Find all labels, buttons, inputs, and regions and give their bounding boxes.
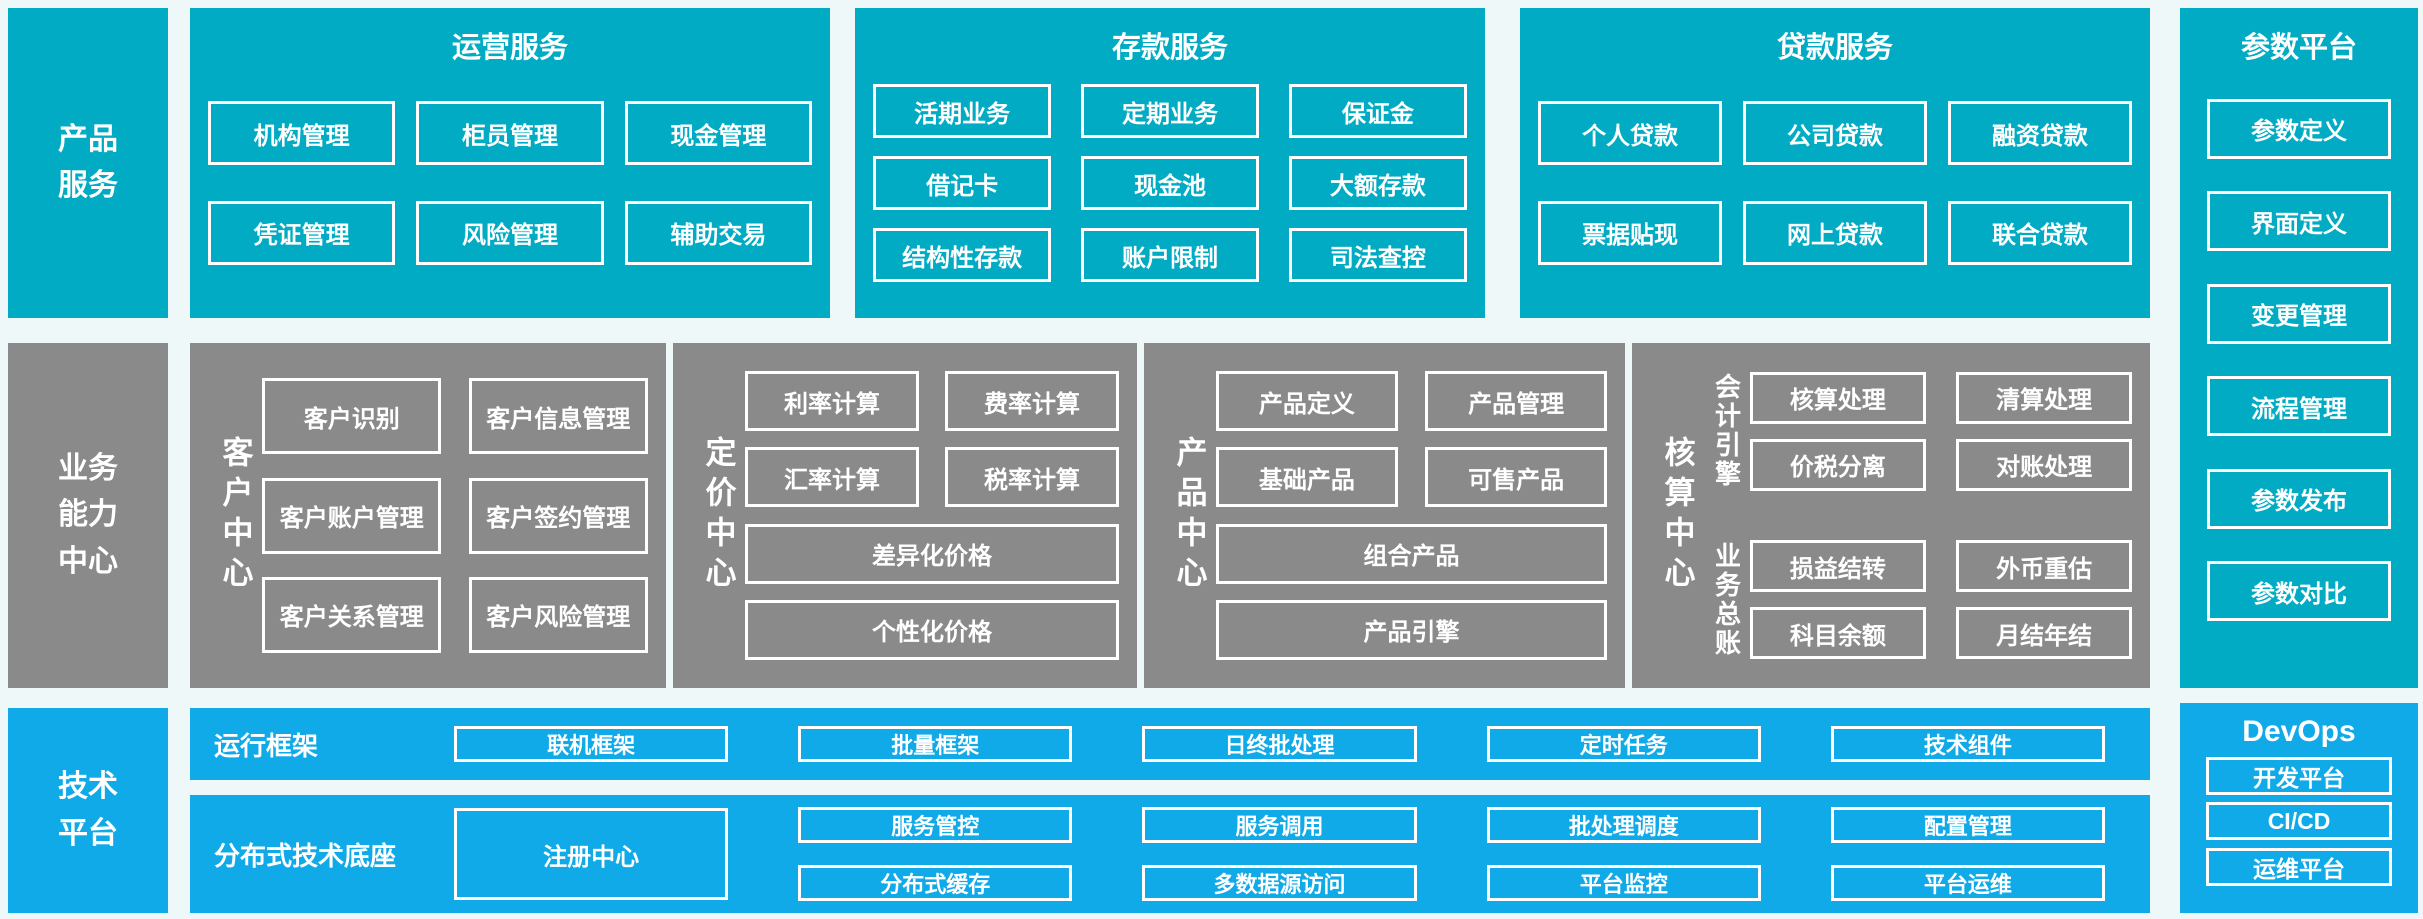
customer-box: 客户风险管理: [468, 576, 648, 653]
panel-distributed-tech-base: 分布式技术底座 注册中心 服务管控 分布式缓存 服务调用 多数据源访问 批处理调…: [190, 795, 2150, 913]
loan-box: 票据贴现: [1538, 200, 1723, 265]
panel-title: 贷款服务: [1776, 32, 1893, 64]
customer-box: 客户关系管理: [262, 576, 442, 653]
accounting-box: 科目余额: [1750, 607, 1926, 660]
business-ledger-group: 业务总账 损益结转 外币重估 科目余额 月结年结: [1704, 526, 2132, 675]
accounting-box: 对账处理: [1956, 438, 2132, 491]
runtime-box: 技术组件: [1830, 726, 2106, 762]
loan-box: 融资贷款: [1947, 101, 2132, 166]
operations-box: 辅助交易: [624, 200, 812, 265]
panel-vertical-label: 客户中心: [217, 435, 253, 596]
distributed-box: 平台运维: [1830, 865, 2106, 901]
product-box: 基础产品: [1216, 447, 1398, 508]
panel-label: 运行框架: [214, 730, 319, 761]
panel-accounting-center: 核算中心 会计引擎 核算处理 清算处理 价税分离 对账处理 业务总账: [1632, 343, 2150, 688]
runtime-box: 联机框架: [454, 726, 729, 762]
product-box: 组合产品: [1216, 523, 1607, 584]
loan-box: 联合贷款: [1947, 200, 2132, 265]
parameter-box: 界面定义: [2207, 191, 2391, 252]
panel-deposit-services: 存款服务 活期业务 定期业务 保证金 借记卡 现金池 大额存款 结构性存款 账户…: [855, 8, 1485, 318]
parameter-box: 参数定义: [2207, 98, 2391, 159]
customer-box: 客户信息管理: [468, 378, 648, 455]
customer-box: 客户识别: [262, 378, 442, 455]
accounting-box: 价税分离: [1750, 438, 1926, 491]
accounting-engine-group: 会计引擎 核算处理 清算处理 价税分离 对账处理: [1704, 357, 2132, 506]
customer-box: 客户签约管理: [468, 477, 648, 554]
sidebar-business-capability-center: 业务 能力 中心: [8, 343, 168, 688]
registry-center-box: 注册中心: [454, 808, 729, 900]
panel-label: 分布式技术底座: [214, 840, 397, 871]
accounting-box: 清算处理: [1956, 371, 2132, 424]
product-box: 可售产品: [1425, 447, 1607, 508]
panel-pricing-center: 定价中心 利率计算 费率计算 汇率计算 税率计算 差异化价格 个性化价格: [673, 343, 1137, 688]
parameter-box: 流程管理: [2207, 376, 2391, 437]
devops-box: 开发平台: [2206, 756, 2392, 795]
pricing-box: 汇率计算: [745, 447, 919, 508]
distributed-box: 服务调用: [1142, 807, 1417, 843]
pricing-box: 费率计算: [945, 371, 1119, 432]
panel-title: DevOps: [2242, 715, 2356, 748]
deposit-box: 借记卡: [873, 156, 1052, 210]
panel-vertical-label: 产品中心: [1171, 435, 1207, 596]
sidebar-technology-platform: 技术 平台: [8, 708, 168, 913]
group-vertical-label: 业务总账: [1711, 541, 1742, 658]
panel-vertical-label: 定价中心: [700, 435, 736, 596]
deposit-box: 现金池: [1080, 156, 1260, 210]
panel-vertical-label: 核算中心: [1659, 435, 1695, 596]
distributed-box: 批处理调度: [1486, 807, 1761, 843]
distributed-box: 服务管控: [798, 807, 1073, 843]
runtime-box: 日终批处理: [1142, 726, 1417, 762]
deposit-box: 大额存款: [1288, 156, 1467, 210]
deposit-box: 账户限制: [1080, 228, 1260, 282]
loan-box: 公司贷款: [1742, 101, 1928, 166]
sidebar-product-services: 产品 服务: [8, 8, 168, 318]
deposit-box: 活期业务: [873, 84, 1052, 138]
distributed-box: 配置管理: [1830, 807, 2106, 843]
operations-box: 凭证管理: [208, 200, 396, 265]
operations-box: 柜员管理: [416, 101, 604, 166]
operations-box: 风险管理: [416, 200, 604, 265]
operations-box: 现金管理: [624, 101, 812, 166]
product-box: 产品管理: [1425, 371, 1607, 432]
pricing-box: 利率计算: [745, 371, 919, 432]
deposit-box: 结构性存款: [873, 228, 1052, 282]
accounting-box: 损益结转: [1750, 540, 1926, 593]
pricing-box: 个性化价格: [745, 599, 1119, 660]
panel-runtime-framework: 运行框架 联机框架 批量框架 日终批处理 定时任务 技术组件: [190, 708, 2150, 780]
parameter-box: 变更管理: [2207, 283, 2391, 344]
loan-box: 网上贷款: [1742, 200, 1928, 265]
distributed-box: 分布式缓存: [798, 865, 1073, 901]
panel-title: 参数平台: [2240, 32, 2357, 64]
panel-title: 运营服务: [451, 32, 568, 64]
parameter-box: 参数对比: [2207, 561, 2391, 622]
group-vertical-label: 会计引擎: [1711, 373, 1742, 490]
deposit-box: 司法查控: [1288, 228, 1467, 282]
accounting-box: 核算处理: [1750, 371, 1926, 424]
loan-box: 个人贷款: [1538, 101, 1723, 166]
panel-parameter-platform: 参数平台 参数定义 界面定义 变更管理 流程管理 参数发布 参数对比: [2180, 8, 2418, 688]
accounting-box: 月结年结: [1956, 607, 2132, 660]
pricing-box: 差异化价格: [745, 523, 1119, 584]
devops-box: CI/CD: [2206, 802, 2392, 840]
panel-title: 存款服务: [1111, 32, 1228, 64]
product-box: 产品引擎: [1216, 599, 1607, 660]
runtime-box: 批量框架: [798, 726, 1073, 762]
deposit-box: 定期业务: [1080, 84, 1260, 138]
distributed-box: 平台监控: [1486, 865, 1761, 901]
pricing-box: 税率计算: [945, 447, 1119, 508]
parameter-box: 参数发布: [2207, 468, 2391, 529]
panel-product-center: 产品中心 产品定义 产品管理 基础产品 可售产品 组合产品 产品引擎: [1144, 343, 1625, 688]
panel-operations-services: 运营服务 机构管理 柜员管理 现金管理 凭证管理 风险管理 辅助交易: [190, 8, 830, 318]
devops-box: 运维平台: [2206, 847, 2392, 886]
panel-customer-center: 客户中心 客户识别 客户信息管理 客户账户管理 客户签约管理 客户关系管理 客户…: [190, 343, 666, 688]
runtime-box: 定时任务: [1486, 726, 1761, 762]
deposit-box: 保证金: [1288, 84, 1467, 138]
panel-devops: DevOps 开发平台 CI/CD 运维平台: [2180, 703, 2418, 913]
panel-loan-services: 贷款服务 个人贷款 公司贷款 融资贷款 票据贴现 网上贷款 联合贷款: [1520, 8, 2150, 318]
customer-box: 客户账户管理: [262, 477, 442, 554]
accounting-box: 外币重估: [1956, 540, 2132, 593]
distributed-box: 多数据源访问: [1142, 865, 1417, 901]
product-box: 产品定义: [1216, 371, 1398, 432]
operations-box: 机构管理: [208, 101, 396, 166]
